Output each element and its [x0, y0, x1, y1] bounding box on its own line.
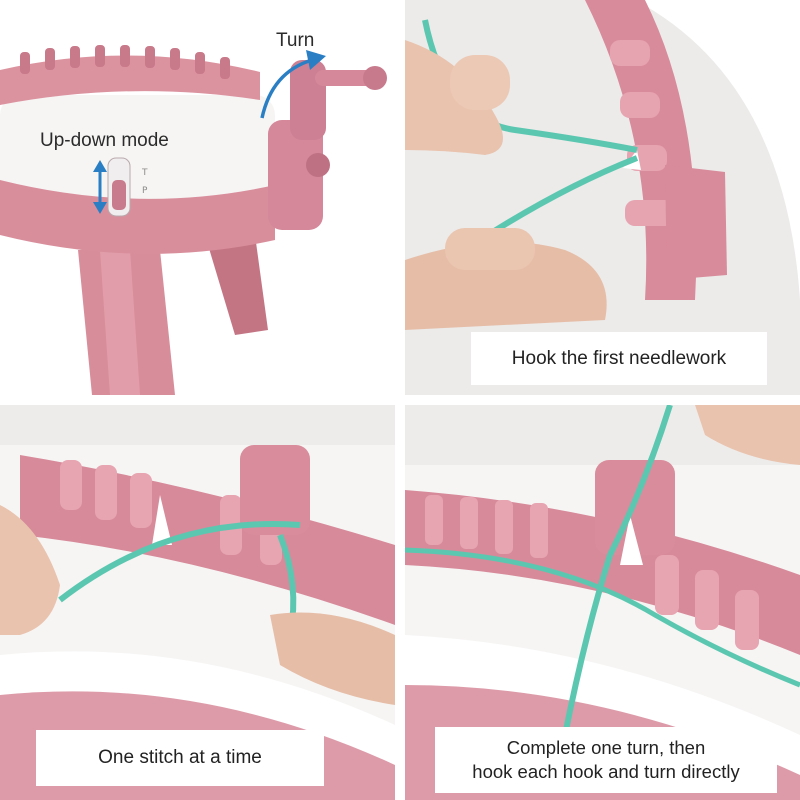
updown-mode-label: Up-down mode	[40, 130, 169, 151]
turn-arrow-icon	[260, 50, 326, 119]
hook-first-illustration	[405, 0, 800, 330]
caption-complete-turn-line1: Complete one turn, then	[506, 737, 706, 758]
panel-hook-first: Hook the first needlework	[405, 0, 800, 395]
panel-complete-turn: Complete one turn, then hook each hook a…	[405, 405, 800, 800]
loom-side-illustration: T P	[0, 45, 387, 395]
svg-text:P: P	[142, 186, 148, 196]
caption-one-stitch: One stitch at a time	[36, 730, 324, 786]
panel-loom-side-view: T P Turn Up-down mode	[0, 0, 395, 395]
turn-label: Turn	[276, 30, 315, 51]
caption-complete-turn: Complete one turn, then hook each hook a…	[435, 727, 777, 793]
updown-arrow-icon	[93, 160, 107, 214]
svg-text:T: T	[141, 168, 148, 178]
panel-one-stitch: One stitch at a time	[0, 405, 395, 800]
caption-hook-first: Hook the first needlework	[471, 332, 767, 385]
caption-complete-turn-line2: hook each hook and turn directly	[472, 761, 740, 782]
